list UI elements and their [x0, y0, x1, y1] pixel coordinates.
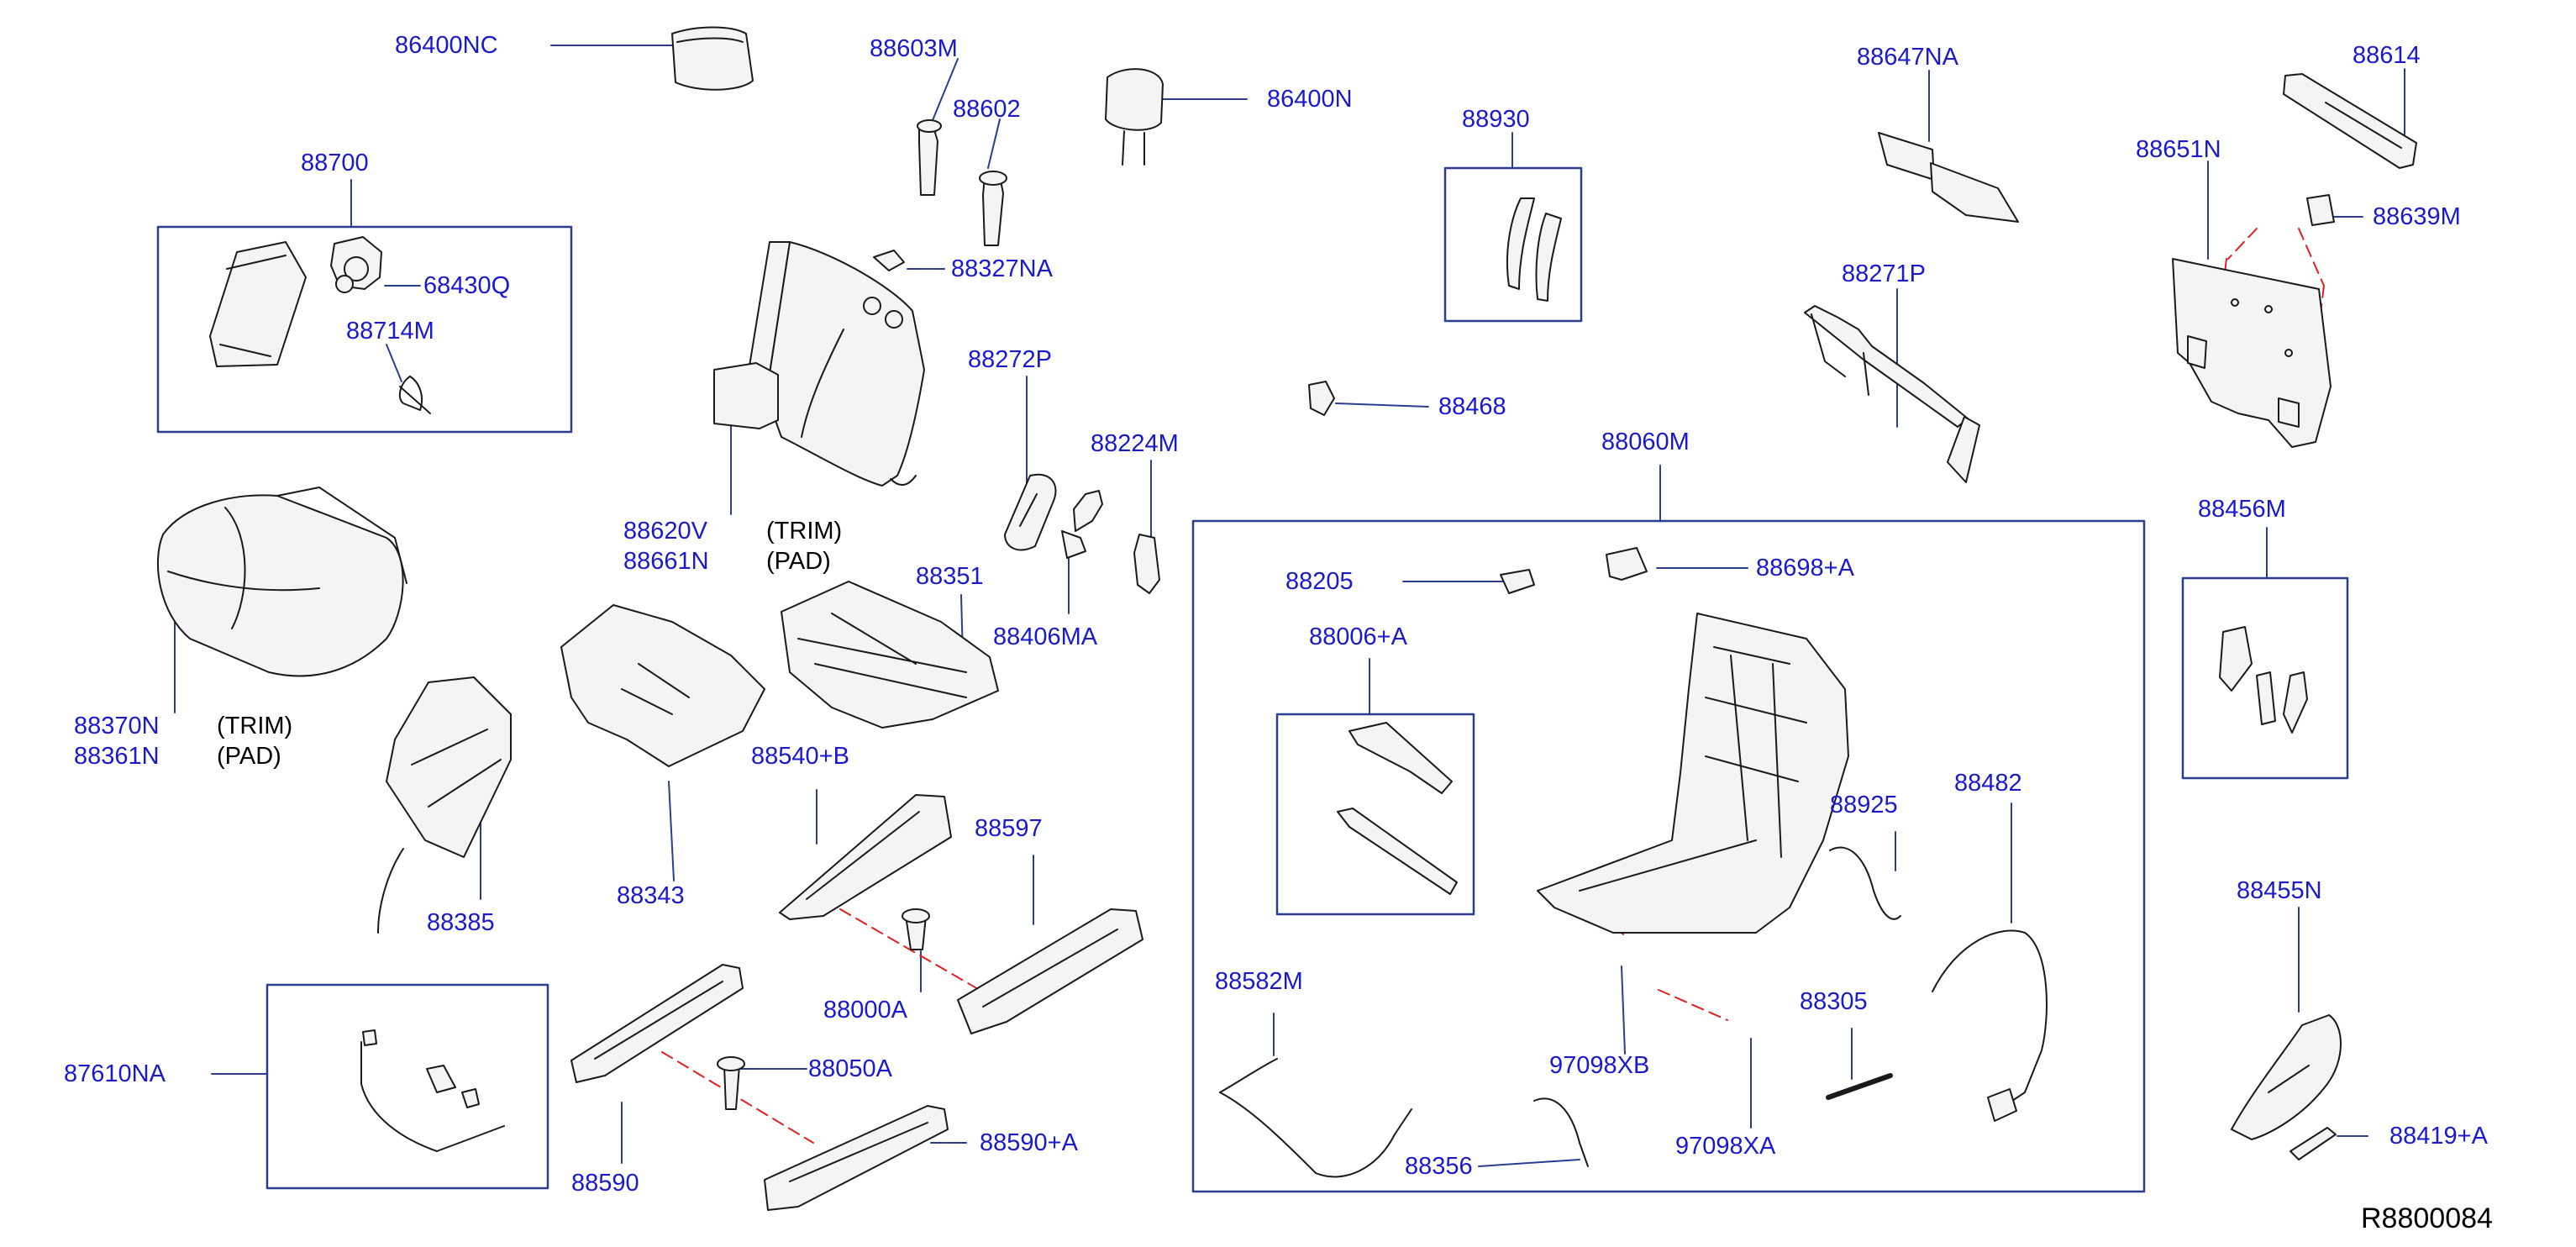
label-88305: 88305 [1800, 988, 1868, 1015]
note-trim-upper: (TRIM) [766, 518, 843, 545]
label-86400NC: 86400NC [395, 32, 498, 59]
label-88647NA: 88647NA [1857, 44, 1958, 71]
diagram-reference-code: R8800084 [2361, 1202, 2493, 1234]
label-88343: 88343 [617, 882, 685, 909]
label-88639M: 88639M [2373, 203, 2461, 230]
label-88000A: 88000A [823, 997, 907, 1023]
label-88272P: 88272P [968, 346, 1052, 373]
label-88540B: 88540+B [751, 743, 849, 770]
label-88006A: 88006+A [1309, 624, 1407, 650]
label-88661N: 88661N [623, 548, 709, 575]
label-88361N: 88361N [74, 743, 160, 770]
label-88597: 88597 [975, 815, 1043, 842]
label-88455N: 88455N [2237, 877, 2322, 904]
label-88327NA: 88327NA [951, 255, 1053, 282]
label-88370N: 88370N [74, 713, 160, 739]
label-86400N: 86400N [1267, 86, 1353, 113]
label-88385: 88385 [427, 909, 495, 936]
label-88356: 88356 [1405, 1153, 1473, 1180]
box-88700 [156, 225, 573, 434]
label-88714M: 88714M [346, 318, 434, 345]
label-88205: 88205 [1285, 568, 1354, 595]
box-88060M [1191, 519, 2146, 1193]
label-88698A: 88698+A [1756, 555, 1854, 581]
note-trim-lower: (TRIM) [217, 713, 293, 739]
label-88419A: 88419+A [2389, 1123, 2488, 1150]
label-88590: 88590 [571, 1170, 639, 1197]
label-88925: 88925 [1830, 792, 1898, 818]
label-88406MA: 88406MA [993, 624, 1098, 650]
label-97098XB: 97098XB [1549, 1052, 1650, 1079]
label-88930: 88930 [1462, 106, 1530, 133]
label-88271P: 88271P [1842, 260, 1926, 287]
label-88603M: 88603M [870, 35, 958, 62]
label-88651N: 88651N [2136, 136, 2221, 163]
label-68430Q: 68430Q [423, 272, 511, 299]
label-88050A: 88050A [808, 1055, 892, 1082]
label-88351: 88351 [916, 563, 984, 590]
box-87610NA [265, 983, 549, 1190]
note-pad-upper: (PAD) [766, 548, 831, 575]
label-87610NA: 87610NA [64, 1060, 166, 1087]
label-88060M: 88060M [1601, 429, 1690, 455]
label-97098XA: 97098XA [1675, 1133, 1776, 1160]
label-88456M: 88456M [2198, 496, 2286, 523]
label-88582M: 88582M [1215, 968, 1303, 995]
label-88602: 88602 [953, 96, 1021, 123]
label-88700: 88700 [301, 150, 369, 176]
label-88614: 88614 [2353, 42, 2421, 69]
box-88006A [1275, 713, 1475, 916]
label-88620V: 88620V [623, 518, 707, 545]
label-88468: 88468 [1438, 393, 1506, 420]
note-pad-lower: (PAD) [217, 743, 281, 770]
label-88224M: 88224M [1091, 430, 1179, 457]
label-88590A: 88590+A [980, 1129, 1078, 1156]
box-88456M [2181, 576, 2349, 780]
label-88482: 88482 [1954, 770, 2022, 797]
